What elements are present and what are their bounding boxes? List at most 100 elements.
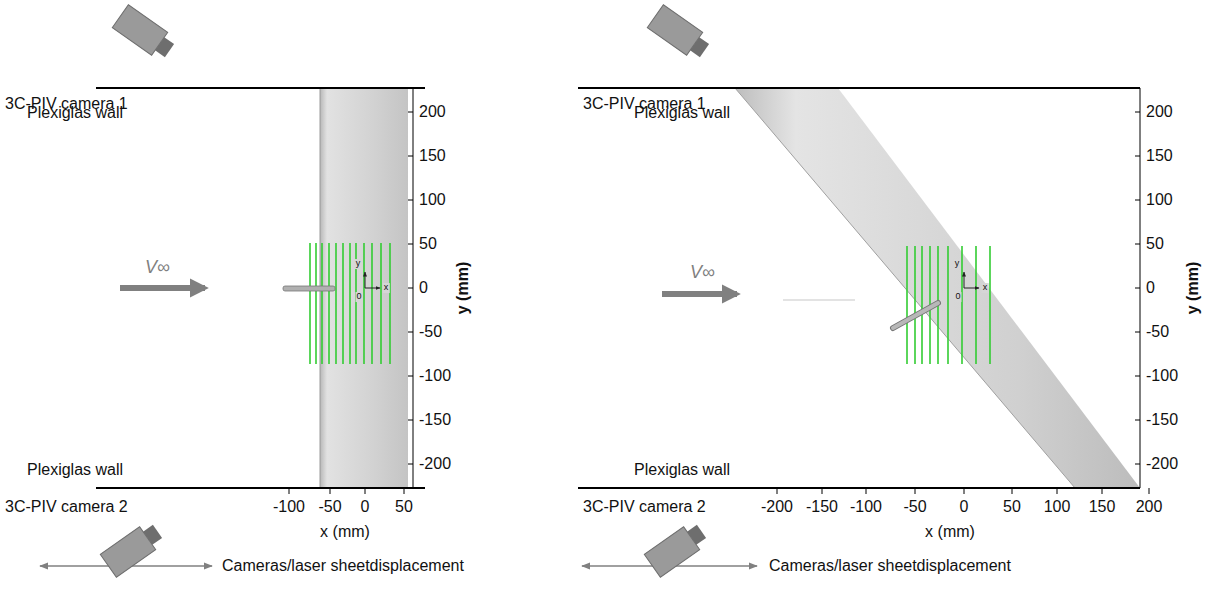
wall-label: Plexiglas wall — [634, 461, 730, 479]
tick-label: 100 — [419, 191, 446, 209]
axis-arrow — [964, 288, 979, 289]
laser-sheet — [380, 243, 382, 364]
tick-label: -150 — [419, 411, 451, 429]
tick-label: 50 — [1146, 235, 1164, 253]
tick-label: 200 — [419, 103, 446, 121]
tick-mark — [1102, 488, 1103, 494]
wall-line — [578, 487, 1140, 489]
tick-mark — [1135, 464, 1140, 465]
tick-label: -50 — [318, 498, 341, 516]
tick-label: 0 — [1146, 279, 1155, 297]
tick-mark — [408, 200, 413, 201]
tick-mark — [408, 376, 413, 377]
arrow-label: Cameras/laser sheetdisplacement — [769, 557, 1011, 575]
laser-sheet — [989, 246, 991, 364]
tick-mark — [408, 420, 413, 421]
laser-sheets — [907, 246, 990, 364]
laser-sheet — [321, 243, 323, 364]
tick-label: -150 — [1146, 411, 1178, 429]
axis-title: x (mm) — [925, 523, 975, 541]
tick-mark — [964, 488, 965, 494]
probe — [283, 286, 335, 291]
tick-mark — [1149, 488, 1150, 494]
axis-letter: y — [954, 259, 961, 269]
wall-label: Plexiglas wall — [27, 461, 123, 479]
tick-mark — [1135, 112, 1140, 113]
velocity-label: V∞ — [690, 263, 715, 283]
tick-label: -200 — [419, 455, 451, 473]
tick-mark — [1057, 488, 1058, 494]
origin-label: 0 — [954, 292, 961, 302]
axis-arrow — [365, 288, 380, 289]
laser-sheet — [349, 243, 351, 364]
tick-mark — [1012, 488, 1013, 494]
probe — [893, 303, 938, 328]
origin-label: 0 — [355, 292, 362, 302]
tick-mark — [1135, 288, 1140, 289]
laser-sheet — [921, 246, 923, 364]
camera-icon — [112, 5, 177, 62]
laser-sheets — [310, 243, 390, 364]
tick-label: 0 — [960, 498, 969, 516]
axis-letter: x — [383, 283, 390, 293]
tick-label: -100 — [1146, 367, 1178, 385]
camera-label: 3C-PIV camera 2 — [583, 498, 706, 516]
camera-label: 3C-PIV camera 2 — [5, 498, 128, 516]
tick-mark — [365, 488, 366, 494]
axis-letter: y — [355, 259, 362, 269]
tick-label: -200 — [761, 498, 793, 516]
tick-label: 100 — [1044, 498, 1071, 516]
laser-sheet — [363, 243, 365, 364]
probe-shadow — [783, 299, 855, 300]
tick-mark — [408, 464, 413, 465]
camera-icon — [647, 5, 712, 62]
tick-label: -50 — [1146, 323, 1169, 341]
tick-label: 200 — [1146, 103, 1173, 121]
laser-sheet — [371, 243, 373, 364]
laser-sheet — [906, 246, 908, 364]
tick-label: -50 — [419, 323, 442, 341]
laser-sheet — [309, 243, 311, 364]
tick-mark — [408, 156, 413, 157]
tick-label: -100 — [419, 367, 451, 385]
tick-label: -200 — [1146, 455, 1178, 473]
laser-sheet — [947, 246, 949, 364]
laser-sheet — [342, 243, 344, 364]
tick-label: 50 — [419, 235, 437, 253]
axis-arrow — [365, 272, 366, 288]
tick-mark — [408, 288, 413, 289]
laser-sheet — [335, 243, 337, 364]
laser-sheet — [961, 246, 963, 364]
camera-icon — [100, 520, 165, 577]
wall-label: Plexiglas wall — [634, 104, 730, 122]
tick-label: 150 — [419, 147, 446, 165]
tick-label: -100 — [273, 498, 305, 516]
wall-label: Plexiglas wall — [27, 104, 123, 122]
tick-mark — [1135, 244, 1140, 245]
tick-label: 150 — [1089, 498, 1116, 516]
axis-title: x (mm) — [320, 523, 370, 541]
laser-sheet — [328, 243, 330, 364]
wing-edge — [735, 88, 1075, 488]
tick-mark — [408, 112, 413, 113]
tick-mark — [1135, 376, 1140, 377]
tick-label: 150 — [1146, 147, 1173, 165]
tick-label: 0 — [419, 279, 428, 297]
arrow-label: Cameras/laser sheetdisplacement — [222, 557, 464, 575]
tick-mark — [1135, 332, 1140, 333]
tick-mark — [404, 488, 405, 494]
wall-line — [96, 487, 425, 489]
axis-arrow — [964, 272, 965, 288]
freestream-arrow — [120, 285, 205, 291]
tick-label: 200 — [1136, 498, 1163, 516]
tick-label: 50 — [1003, 498, 1021, 516]
wall-line — [96, 87, 425, 89]
tick-mark — [777, 488, 778, 494]
tick-mark — [289, 488, 290, 494]
laser-sheet — [315, 243, 317, 364]
tick-mark — [408, 244, 413, 245]
tick-label: -50 — [903, 498, 926, 516]
tick-mark — [1135, 156, 1140, 157]
tick-label: 50 — [395, 498, 413, 516]
axis-title: y (mm) — [454, 262, 472, 314]
